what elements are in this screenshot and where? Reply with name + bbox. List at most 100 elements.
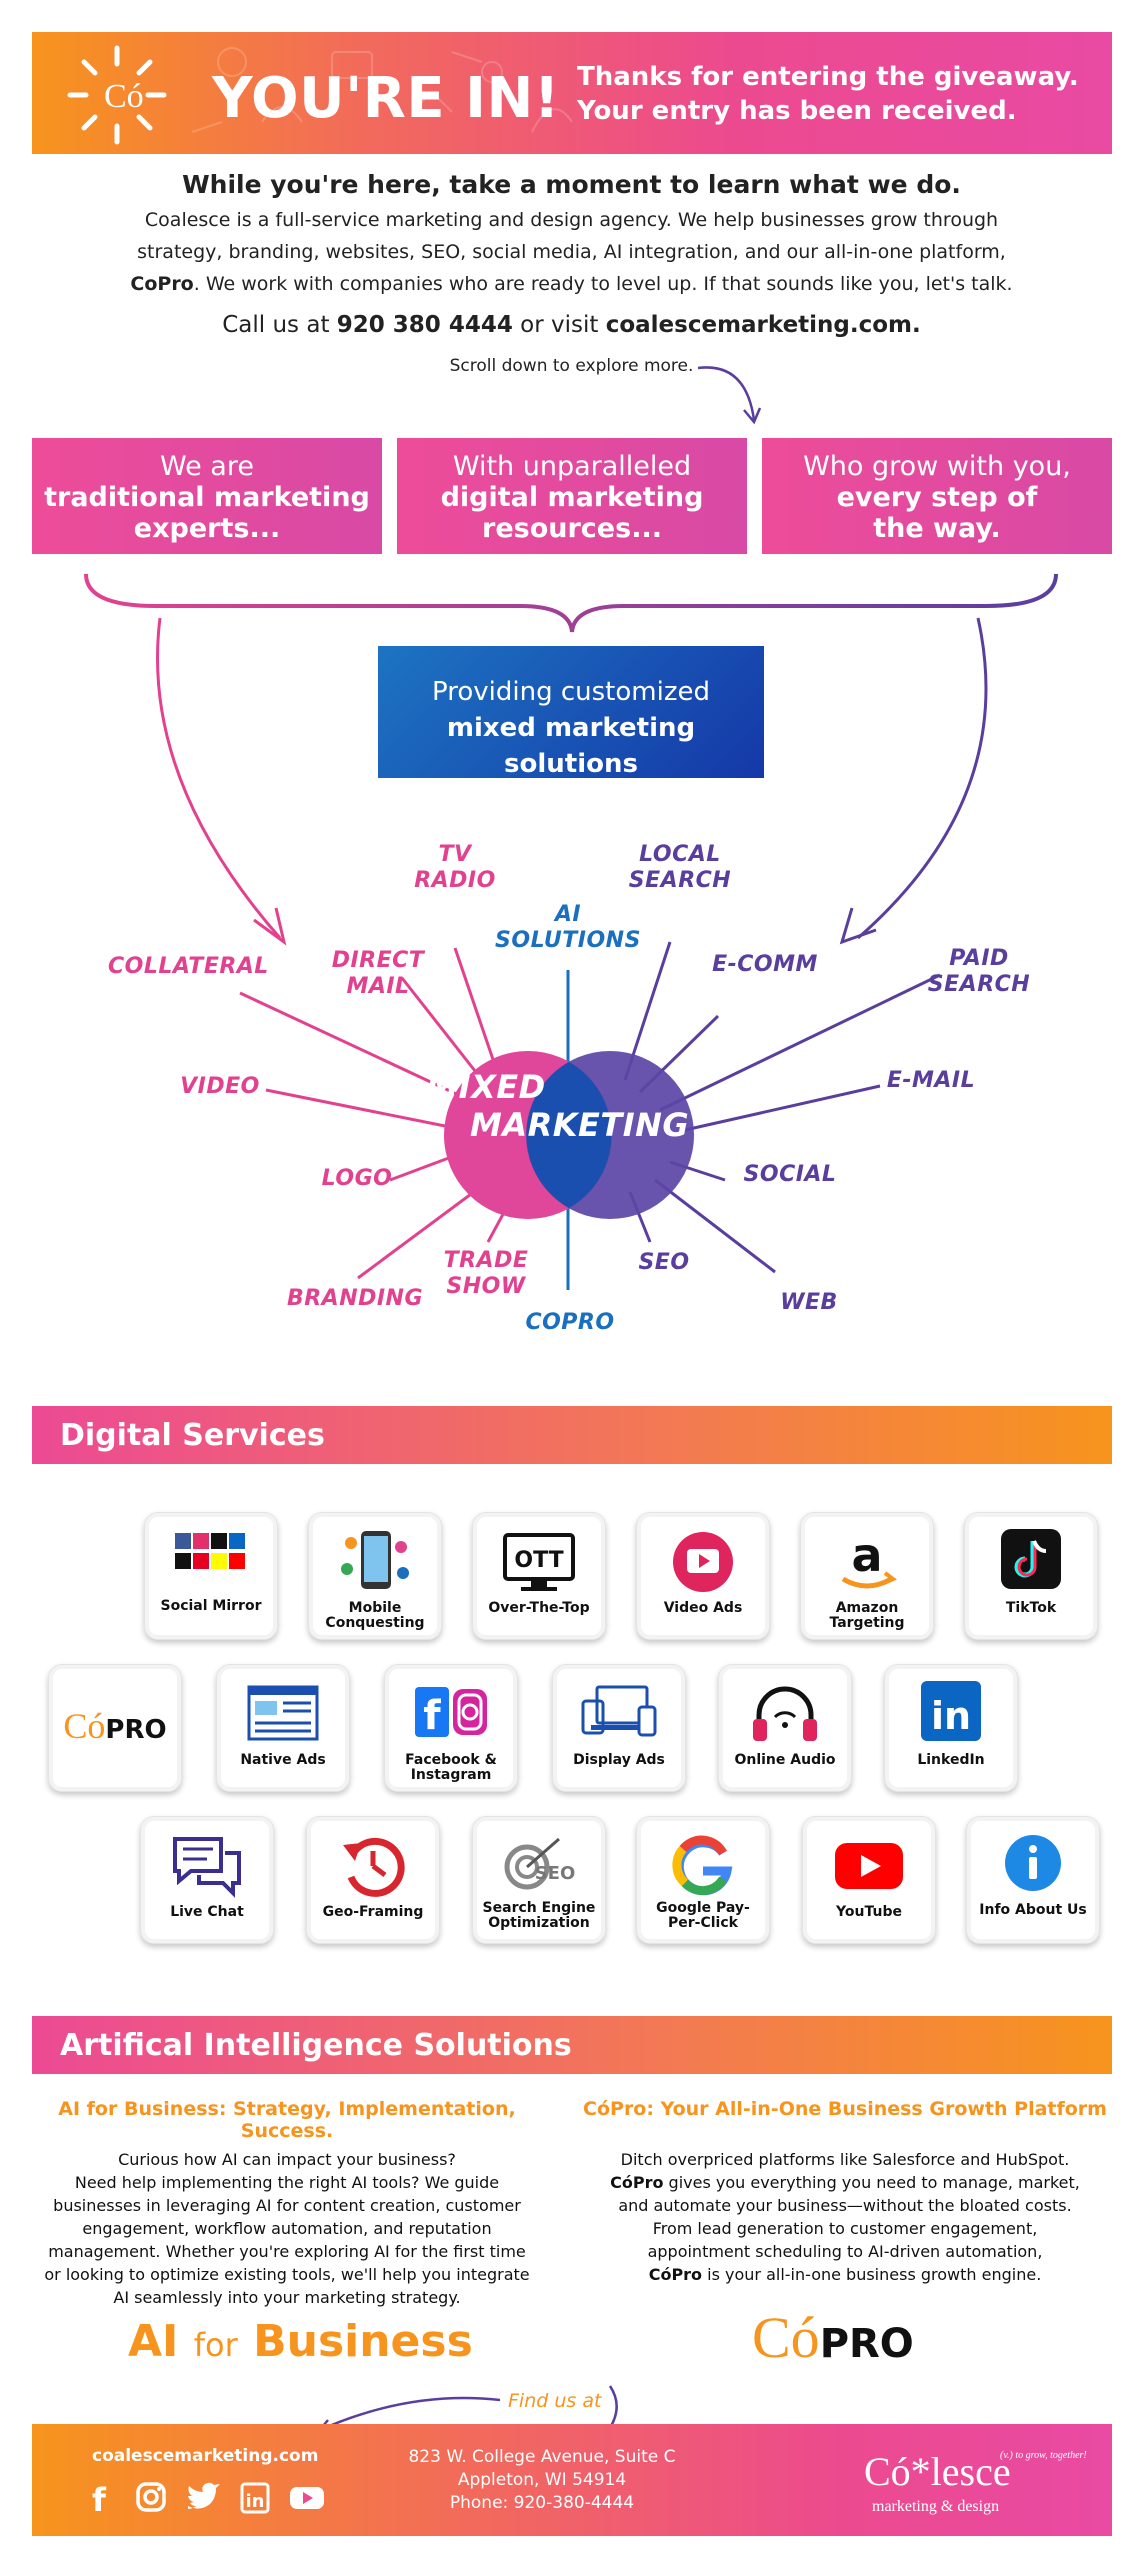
copro-logo-large: CóPRO xyxy=(752,2304,914,2371)
tile-copro[interactable]: CóPRO xyxy=(48,1664,182,1792)
tile-native-ads[interactable]: Native Ads xyxy=(216,1664,350,1792)
tile-google-ppc[interactable]: Google Pay-Per-Click xyxy=(636,1816,770,1944)
ai-business-title: AI for Business: Strategy, Implementatio… xyxy=(58,2098,516,2142)
twitter-icon[interactable] xyxy=(184,2482,222,2514)
intro-body-text2: . We work with companies who are ready t… xyxy=(193,273,1013,295)
pillar-line1: We are xyxy=(160,451,254,482)
linkedin-icon: in xyxy=(921,1681,981,1741)
label-tv-radio: TV RADIO xyxy=(410,842,500,894)
phone-apps-icon xyxy=(341,1531,409,1589)
brand-slogan: (v.) to grow, together! xyxy=(1000,2450,1087,2461)
tile-amazon-targeting[interactable]: a Amazon Targeting xyxy=(800,1512,934,1640)
tile-label: Over-The-Top xyxy=(488,1600,590,1616)
copro-bold: CóPro xyxy=(610,2173,664,2192)
tiktok-icon xyxy=(1001,1529,1061,1589)
tile-social-mirror[interactable]: Social Mirror xyxy=(144,1512,278,1640)
solution-line1: Providing customized xyxy=(432,677,710,707)
footer-social-links: f in xyxy=(80,2482,326,2514)
copro-body-line: Ditch overpriced platforms like Salesfor… xyxy=(620,2150,1070,2169)
intro-heading: While you're here, take a moment to lear… xyxy=(182,170,961,199)
tile-display-ads[interactable]: Display Ads xyxy=(552,1664,686,1792)
label-mail: MAIL xyxy=(346,974,410,999)
svg-text:OTT: OTT xyxy=(514,1548,563,1573)
ai-body-line: Need help implementing the right AI tool… xyxy=(74,2173,500,2192)
footer: coalescemarketing.com f in 823 W. Colleg… xyxy=(32,2424,1112,2536)
scroll-note: Scroll down to explore more. xyxy=(449,356,694,376)
info-icon xyxy=(1005,1835,1061,1891)
tile-facebook-instagram[interactable]: f Facebook & Instagram xyxy=(384,1664,518,1792)
label-local-search: LOCAL SEARCH xyxy=(620,842,740,894)
tile-video-ads[interactable]: Video Ads xyxy=(636,1512,770,1640)
tile-live-chat[interactable]: Live Chat xyxy=(140,1816,274,1944)
pillar-line1: Who grow with you, xyxy=(803,451,1071,482)
tile-label: Video Ads xyxy=(663,1600,743,1616)
tile-label: Live Chat xyxy=(170,1904,244,1920)
intro-call-line: Call us at 920 380 4444 or visit coalesc… xyxy=(0,312,1143,338)
pillar-line3: experts... xyxy=(133,513,281,544)
pillar-line3: resources... xyxy=(482,513,662,544)
phone-link[interactable]: 920 380 4444 xyxy=(336,312,513,338)
doodle-pattern-icon xyxy=(191,47,573,133)
website-link[interactable]: coalescemarketing.com. xyxy=(605,312,921,338)
tile-geo-framing[interactable]: Geo-Framing xyxy=(306,1816,440,1944)
call-mid: or visit xyxy=(512,312,606,338)
label-radio: RADIO xyxy=(414,868,496,893)
tile-info-about-us[interactable]: Info About Us xyxy=(966,1816,1100,1944)
amazon-icon: a xyxy=(841,1529,897,1589)
tile-youtube[interactable]: YouTube xyxy=(802,1816,936,1944)
curved-arrow-down-icon xyxy=(697,366,762,425)
facebook-icon[interactable]: f xyxy=(80,2482,118,2514)
mixed-marketing-center-2: MARKETING xyxy=(470,1106,690,1144)
label-collateral: COLLATERAL xyxy=(108,954,269,979)
intro-body-copro: CoPro xyxy=(130,273,194,295)
tile-mobile-conquesting[interactable]: Mobile Conquesting xyxy=(308,1512,442,1640)
svg-text:f: f xyxy=(423,1693,441,1739)
footer-website-link[interactable]: coalescemarketing.com xyxy=(92,2446,319,2466)
copro-logo-pro: PRO xyxy=(105,1715,167,1745)
copro-body-line: CóPro is your all-in-one business growth… xyxy=(580,2263,1110,2286)
label-direct: DIRECT xyxy=(331,948,425,973)
ai-logo-ai: AI xyxy=(128,2316,179,2367)
copro-logo: CóPRO xyxy=(49,1705,181,1747)
youtube-icon[interactable] xyxy=(288,2482,326,2514)
phone-number[interactable]: Phone: 920-380-4444 xyxy=(449,2493,635,2513)
ott-tv-icon: OTT xyxy=(503,1533,575,1591)
ai-solutions-title: Artifical Intelligence Solutions xyxy=(60,2028,572,2063)
tile-over-the-top[interactable]: OTT Over-The-Top xyxy=(472,1512,606,1640)
label-logo: LOGO xyxy=(321,1166,393,1191)
pillar-traditional: We are traditional marketing experts... xyxy=(32,438,382,554)
label-branding: BRANDING xyxy=(286,1286,424,1311)
center-line2: MARKETING xyxy=(470,1106,690,1144)
label-paid-search: PAID SEARCH xyxy=(924,946,1034,998)
tile-label: Search Engine Optimization xyxy=(482,1900,596,1931)
tile-linkedin[interactable]: in LinkedIn xyxy=(884,1664,1018,1792)
banner-message: Thanks for entering the giveaway. Your e… xyxy=(577,60,1079,128)
tile-label: Online Audio xyxy=(734,1752,836,1768)
brand-tagline: marketing & design xyxy=(872,2498,1000,2515)
seo-target-icon: SEO xyxy=(504,1837,575,1890)
tile-online-audio[interactable]: Online Audio xyxy=(718,1664,852,1792)
linkedin-icon[interactable]: in xyxy=(236,2482,274,2514)
tile-label: Display Ads xyxy=(573,1752,665,1768)
sunburst-logo-icon xyxy=(67,45,167,145)
copro-body-line: From lead generation to customer engagem… xyxy=(652,2219,1038,2238)
ai-body-line: businesses in leveraging AI for content … xyxy=(53,2196,521,2215)
label-trade-show: TRADE SHOW xyxy=(436,1248,536,1300)
play-circle-icon xyxy=(673,1532,733,1592)
ai-solutions-header: Artifical Intelligence Solutions xyxy=(32,2016,1112,2074)
tile-seo[interactable]: SEO Search Engine Optimization xyxy=(472,1816,606,1944)
address-line2: Appleton, WI 54914 xyxy=(457,2470,627,2490)
label-trade: TRADE xyxy=(443,1248,529,1273)
tile-tiktok[interactable]: TikTok xyxy=(964,1512,1098,1640)
label-direct-mail: DIRECT MAIL xyxy=(318,948,438,1000)
instagram-icon[interactable] xyxy=(132,2482,170,2514)
pillar-line2: traditional marketing xyxy=(44,482,370,513)
intro-body-text1: Coalesce is a full-service marketing and… xyxy=(137,209,1006,263)
ai-body-line: engagement, workflow automation, and rep… xyxy=(82,2219,492,2238)
find-us-label: Find us at xyxy=(508,2390,602,2412)
tile-label: LinkedIn xyxy=(917,1752,985,1768)
tile-label: Mobile Conquesting xyxy=(325,1600,425,1631)
pillar-line2: digital marketing xyxy=(440,482,704,513)
svg-text:in: in xyxy=(246,2491,265,2512)
label-copro: COPRO xyxy=(525,1310,615,1335)
